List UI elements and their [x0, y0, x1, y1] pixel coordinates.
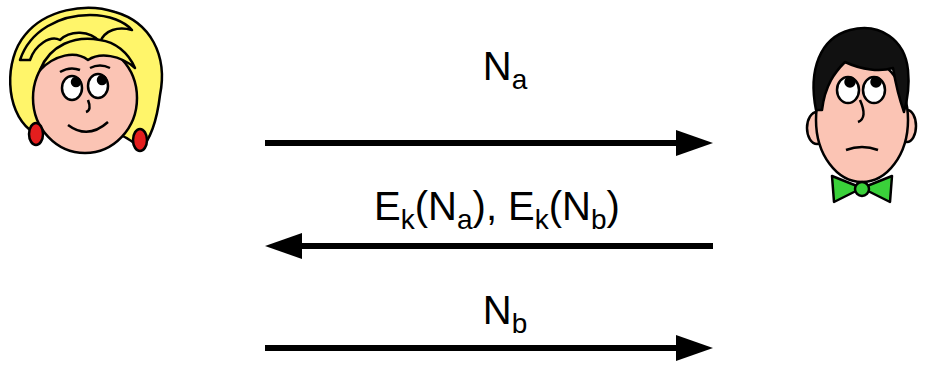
label-run: (N: [549, 184, 591, 228]
subscript: a: [457, 204, 473, 235]
alice-figure: [10, 8, 162, 153]
arrow-head: [676, 335, 713, 361]
arrow-line: [300, 243, 713, 249]
arrow-head: [676, 130, 713, 156]
bob-figure: [807, 28, 916, 202]
label-run: E: [374, 184, 401, 228]
message-label: Ek(Na), Ek(Nb): [374, 186, 620, 226]
label-run: ), E: [473, 184, 535, 228]
arrow-line: [265, 140, 680, 146]
subscript: b: [512, 308, 528, 339]
message-arrows: [265, 130, 713, 361]
label-run: ): [607, 184, 620, 228]
message-label: Nb: [483, 290, 527, 330]
message-label: Na: [483, 46, 527, 86]
label-run: (N: [415, 184, 457, 228]
label-run: N: [483, 288, 512, 332]
arrow-line: [265, 345, 680, 351]
subscript: b: [591, 204, 607, 235]
arrow-head: [265, 233, 302, 259]
subscript: k: [401, 204, 415, 235]
label-run: N: [483, 44, 512, 88]
subscript: a: [512, 64, 528, 95]
subscript: k: [535, 204, 549, 235]
